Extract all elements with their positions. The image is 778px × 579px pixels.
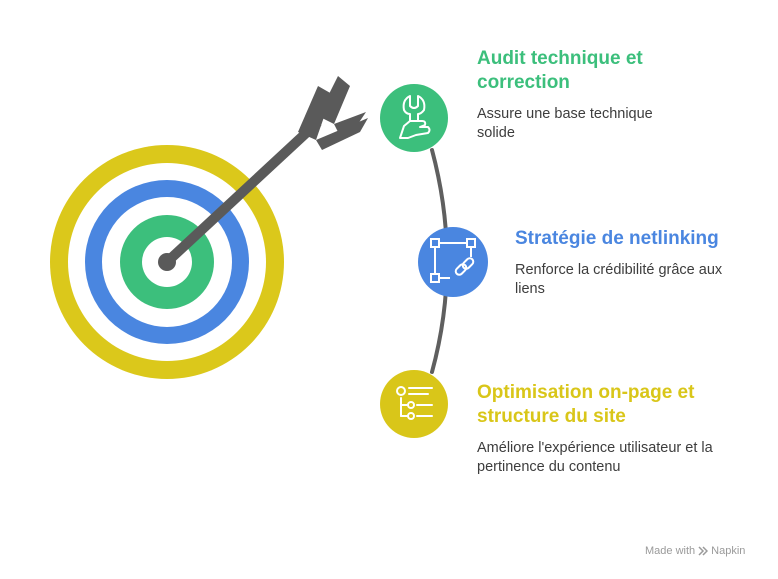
arrow-fletching-upper (298, 86, 332, 140)
stage-2-node (418, 227, 488, 297)
arrow-fletching-lower (316, 118, 368, 150)
wrench-hand-icon (399, 95, 431, 139)
arrow (158, 76, 368, 271)
napkin-logo-icon (698, 546, 709, 556)
brand-label: Napkin (711, 545, 746, 557)
stage-2-title: Stratégie de netlinking (515, 228, 719, 249)
arrow-fletching-lower-2 (334, 112, 366, 132)
stage-2: Stratégie de netlinking Renforce la créd… (515, 227, 755, 299)
stage-1-node (380, 84, 448, 152)
stage-1: Audit technique et correction Assure une… (477, 47, 677, 143)
stage-3-title: Optimisation on-page et structure du sit… (477, 382, 695, 427)
footer-credit: Made with Napkin (645, 545, 745, 557)
stage-3-node (380, 370, 448, 438)
stage-1-description: Assure une base technique solide (477, 106, 653, 141)
made-with-label: Made with (645, 545, 696, 557)
stage-1-title: Audit technique et correction (477, 48, 643, 93)
checklist-icon (396, 386, 433, 420)
arrow-tip (158, 253, 176, 271)
link-icon (430, 238, 476, 283)
arrow-shaft (163, 118, 322, 266)
arrow-fletching-upper-2 (318, 76, 350, 124)
stage-3-description: Améliore l'expérience utilisateur et la … (477, 440, 713, 475)
stage-3: Optimisation on-page et structure du sit… (477, 381, 717, 477)
stage-2-description: Renforce la crédibilité grâce aux liens (515, 262, 723, 297)
